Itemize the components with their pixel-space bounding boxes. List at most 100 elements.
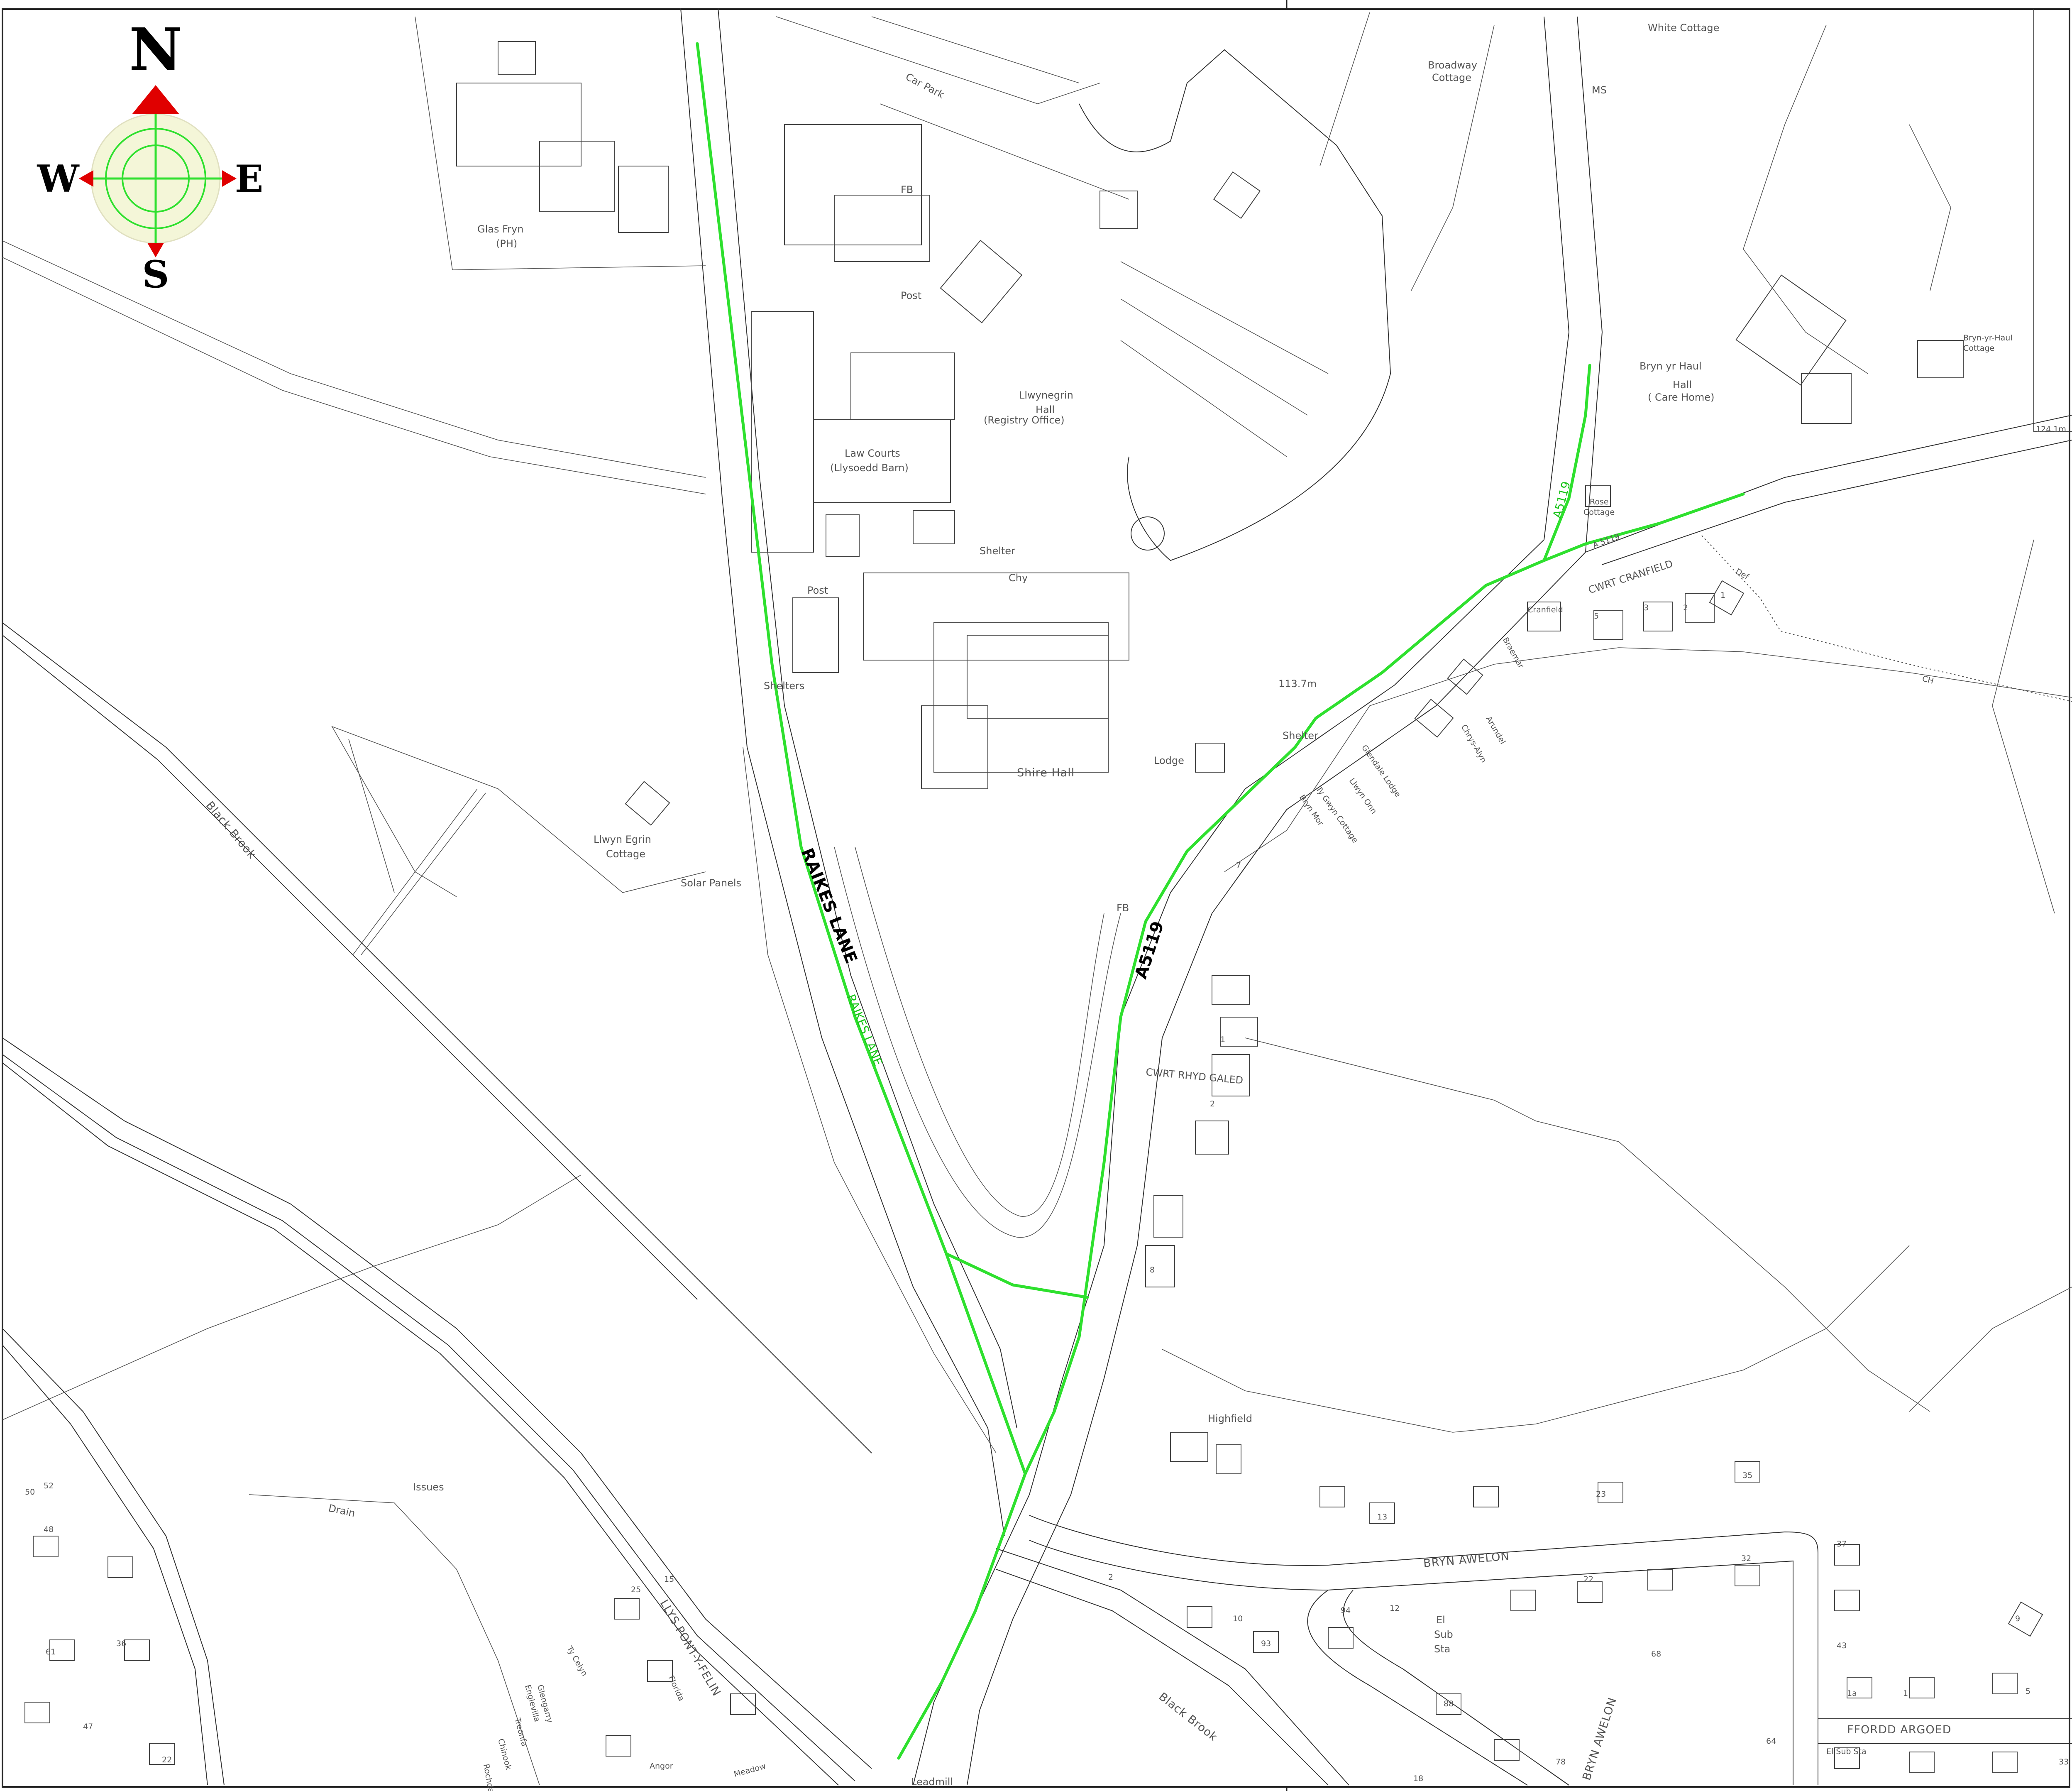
compass-north-label: N bbox=[129, 16, 182, 84]
label-angor: Angor bbox=[650, 1762, 673, 1771]
house-number: 23 bbox=[1596, 1490, 1606, 1499]
house-number: 61 bbox=[46, 1647, 56, 1656]
compass-east-label: E bbox=[235, 157, 264, 201]
label-height: 113.7m bbox=[1278, 678, 1317, 690]
house-number: 32 bbox=[1741, 1554, 1751, 1563]
house-number: 12 bbox=[1390, 1604, 1400, 1613]
label-edge-height: 124.1m bbox=[2036, 425, 2066, 434]
label-highfield: Highfield bbox=[1208, 1413, 1252, 1424]
route-link-west bbox=[945, 1252, 1089, 1299]
house-number: 22 bbox=[1583, 1575, 1593, 1584]
label-llwynegrin: Llwynegrin bbox=[1019, 389, 1073, 401]
buildings bbox=[24, 41, 2043, 1773]
label-rose-cottage-2: Cottage bbox=[1583, 508, 1615, 517]
house-numbers: 13 23 35 32 22 12 10 2 93 94 88 68 78 64… bbox=[25, 591, 2069, 1783]
label-law-courts: Law Courts bbox=[845, 448, 900, 459]
compass-north-arrow-icon bbox=[132, 85, 179, 114]
label-shelter-north: Shelter bbox=[980, 545, 1015, 557]
house-number: 18 bbox=[1413, 1774, 1423, 1783]
route-a5119-north bbox=[1542, 364, 1591, 562]
house-number: 1a bbox=[1847, 1689, 1857, 1698]
compass-west-label: W bbox=[37, 157, 80, 201]
label-sta: Sta bbox=[1434, 1643, 1450, 1655]
compass-south-arrow-icon bbox=[147, 243, 164, 257]
label-broadway-cottage: Broadway bbox=[1428, 59, 1477, 71]
compass-east-arrow-icon bbox=[222, 170, 237, 187]
label-glas-fryn: Glas Fryn bbox=[477, 223, 523, 235]
house-number: 93 bbox=[1261, 1639, 1271, 1648]
label-chy: Chy bbox=[1009, 572, 1028, 584]
house-number: 5 bbox=[2026, 1687, 2030, 1696]
label-cranfield: Cranfield bbox=[1527, 605, 1563, 614]
house-number: 2 bbox=[1683, 603, 1688, 612]
label-ms: MS bbox=[1592, 84, 1607, 96]
house-number: 48 bbox=[44, 1525, 54, 1534]
base-map bbox=[2, 8, 2072, 1786]
house-number: 22 bbox=[162, 1755, 172, 1764]
house-number: 35 bbox=[1742, 1471, 1752, 1480]
label-lodge: Lodge bbox=[1154, 755, 1184, 766]
label-ffordd-argoed: FFORDD ARGOED bbox=[1847, 1723, 1952, 1736]
house-number: 8 bbox=[1150, 1265, 1155, 1275]
label-leadmill: Leadmill bbox=[911, 1776, 953, 1788]
label-care-home: ( Care Home) bbox=[1648, 391, 1714, 403]
house-number: 2 bbox=[1108, 1573, 1113, 1582]
label-issues: Issues bbox=[413, 1481, 444, 1493]
label-post-north: Post bbox=[901, 290, 921, 301]
label-shelters: Shelters bbox=[764, 680, 804, 692]
house-number: 64 bbox=[1766, 1737, 1776, 1746]
house-number: 10 bbox=[1233, 1614, 1243, 1623]
house-number: 7 bbox=[1236, 861, 1241, 870]
label-llwynegrin-hall: Hall bbox=[1036, 404, 1055, 416]
house-number: 1 bbox=[1903, 1689, 1908, 1698]
label-white-cottage: White Cottage bbox=[1648, 22, 1719, 34]
house-number: 78 bbox=[1556, 1757, 1566, 1767]
label-el: El bbox=[1436, 1614, 1445, 1626]
house-number: 1 bbox=[1720, 591, 1725, 600]
label-llwyn-egrin-cottage: Cottage bbox=[606, 848, 645, 860]
house-number: 25 bbox=[631, 1585, 641, 1594]
label-fb-mid: FB bbox=[1117, 902, 1129, 914]
label-shire-hall: Shire Hall bbox=[1017, 766, 1075, 779]
house-number: 36 bbox=[116, 1639, 126, 1648]
label-el-sub-sta-east: El Sub Sta bbox=[1826, 1747, 1867, 1756]
label-llwyn-egrin: Llwyn Egrin bbox=[594, 834, 651, 845]
house-number: 50 bbox=[25, 1488, 35, 1497]
house-number: 88 bbox=[1444, 1699, 1454, 1708]
label-registry-office: (Registry Office) bbox=[984, 414, 1065, 426]
highlighted-route bbox=[696, 42, 1745, 1760]
compass-west-arrow-icon bbox=[79, 170, 93, 187]
house-number: 33 bbox=[2059, 1757, 2069, 1767]
house-number: 94 bbox=[1341, 1606, 1351, 1615]
house-number: 43 bbox=[1837, 1641, 1847, 1650]
label-bryn-yr-haul-cottage-2: Cottage bbox=[1963, 344, 1994, 353]
house-number: 2 bbox=[1210, 1099, 1215, 1108]
label-bryn-yr-haul: Bryn yr Haul bbox=[1640, 360, 1702, 372]
house-number: 9 bbox=[2015, 1614, 2020, 1623]
house-number: 52 bbox=[44, 1481, 54, 1490]
label-llysoedd-barn: (Llysoedd Barn) bbox=[830, 462, 909, 474]
house-number: 1 bbox=[1220, 1035, 1225, 1044]
label-post-south: Post bbox=[807, 585, 828, 596]
label-ph: (PH) bbox=[496, 238, 517, 250]
label-bryn-yr-haul-cottage: Bryn-yr-Haul bbox=[1963, 333, 2013, 343]
compass-rose: N S E W bbox=[37, 16, 263, 296]
label-rose-cottage: Rose bbox=[1590, 497, 1609, 506]
label-solar-panels: Solar Panels bbox=[681, 877, 741, 889]
label-bryn-yr-haul-hall: Hall bbox=[1673, 379, 1692, 391]
house-number: 3 bbox=[1644, 603, 1649, 612]
route-a5119 bbox=[897, 492, 1745, 1760]
house-number: 13 bbox=[1377, 1512, 1387, 1522]
house-number: 5 bbox=[1594, 612, 1599, 621]
house-number: 47 bbox=[83, 1722, 93, 1731]
house-number: 37 bbox=[1837, 1539, 1847, 1549]
label-broadway-cottage-2: Cottage bbox=[1432, 72, 1471, 83]
route-raikes-lane bbox=[696, 42, 1027, 1475]
compass-south-label: S bbox=[142, 252, 169, 296]
house-number: 15 bbox=[664, 1575, 674, 1584]
label-sub: Sub bbox=[1434, 1629, 1453, 1640]
label-shelter-mid: Shelter bbox=[1283, 730, 1318, 741]
house-number: 68 bbox=[1651, 1649, 1661, 1659]
